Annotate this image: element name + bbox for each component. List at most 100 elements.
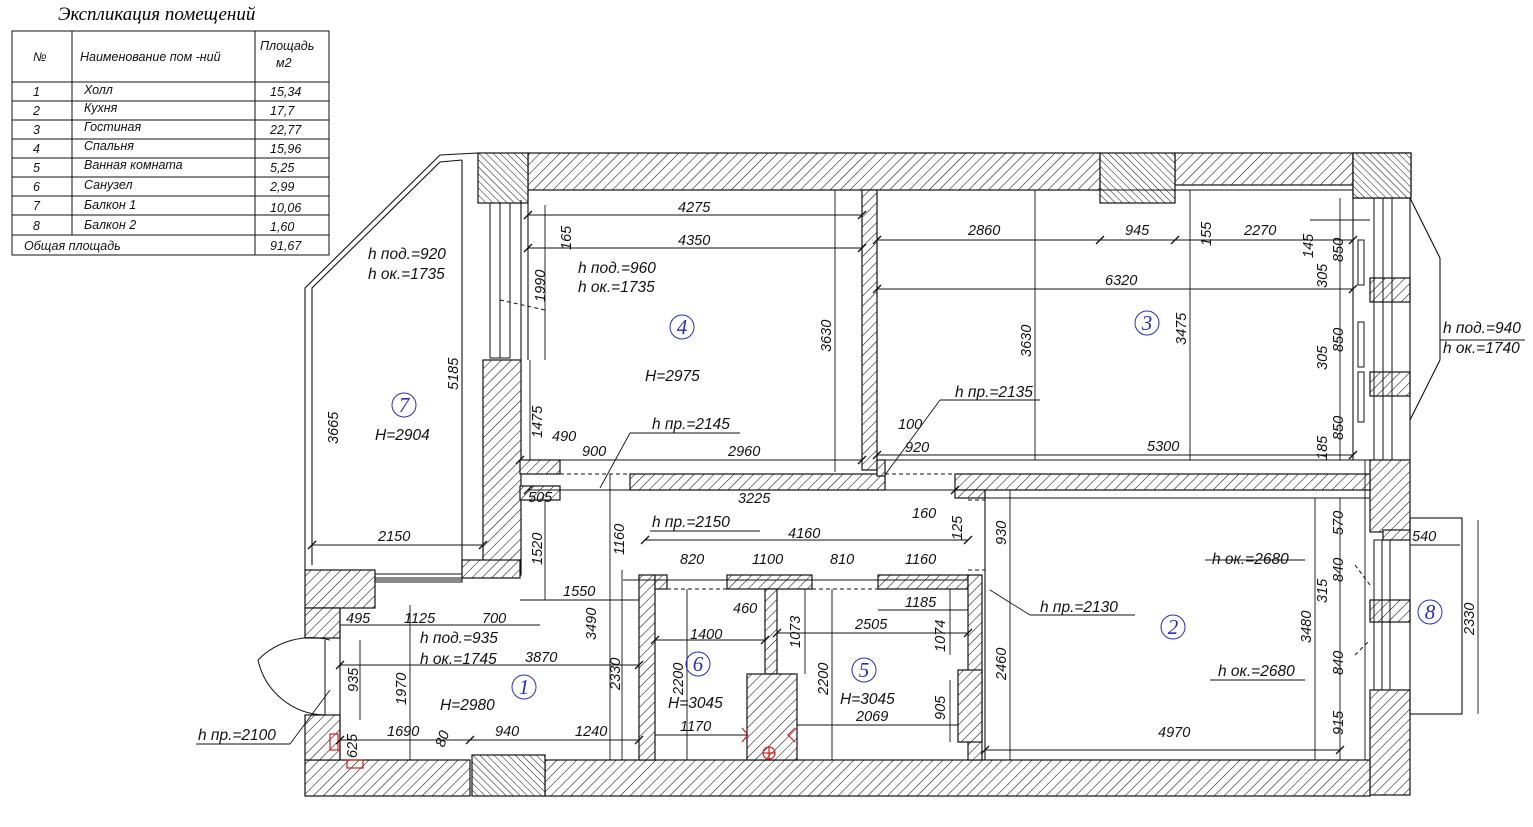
- dim-text: 840: [1331, 651, 1347, 675]
- dim-text: 165: [559, 225, 575, 250]
- room-6-number: 6: [693, 652, 704, 676]
- dim-text: 1170: [680, 719, 711, 735]
- dim-text: 185: [1315, 435, 1331, 460]
- row-name: Санузел: [84, 178, 133, 192]
- dim-text: 3490: [584, 608, 600, 640]
- row-name: Ванная комната: [84, 158, 183, 172]
- explication-table: Экспликация помещений № Наименование пом…: [11, 4, 330, 256]
- room-7-number: 7: [399, 393, 411, 417]
- dim-text: 1970: [394, 673, 410, 705]
- table-header-unit: м2: [276, 56, 292, 70]
- table-title: Экспликация помещений: [58, 4, 256, 25]
- dim-text: 1185: [905, 595, 937, 611]
- dim-text: 4350: [678, 233, 710, 249]
- dim-text: 80: [433, 729, 454, 750]
- row-area: 15,96: [270, 142, 301, 156]
- room-8-number: 8: [1425, 600, 1436, 624]
- dim-text: 2330: [1462, 603, 1478, 636]
- row-name: Спальня: [84, 139, 134, 153]
- dim-text: 1690: [387, 724, 419, 740]
- table-header-area: Площадь: [260, 39, 314, 53]
- dim-text: 2270: [1243, 223, 1276, 239]
- dim-text: 1990: [533, 270, 549, 302]
- dim-text: 315: [1315, 578, 1331, 603]
- room-5-number: 5: [859, 658, 870, 682]
- row-no: 1: [33, 85, 40, 99]
- dim-text: 920: [905, 440, 929, 456]
- dim-text: 940: [495, 724, 519, 740]
- dim-text: 540: [1412, 529, 1436, 545]
- dim-text: 1550: [563, 584, 595, 600]
- dim-text: 900: [582, 444, 606, 460]
- dim-text: 625: [345, 733, 361, 758]
- dim-text: 2150: [377, 529, 410, 545]
- row-no: 2: [32, 104, 40, 118]
- dim-text: 490: [552, 429, 576, 445]
- row-name: Балкон 2: [84, 218, 136, 232]
- dim-text: 2505: [854, 617, 888, 633]
- room-4-number: 4: [677, 315, 688, 339]
- room-4-height: H=2975: [645, 368, 700, 385]
- note-kitchen-window-2: h ок.=2680: [1218, 663, 1295, 680]
- row-no: 3: [33, 123, 40, 137]
- dim-text: 2460: [994, 648, 1010, 681]
- dim-text: 915: [1331, 710, 1347, 735]
- dim-text: 850: [1331, 328, 1347, 352]
- room-3-number: 3: [1141, 311, 1153, 335]
- dim-text: 5185: [446, 357, 462, 390]
- dimension-ticks: [307, 210, 1358, 755]
- note-window-7: h ок.=1735: [368, 266, 445, 283]
- note-sill-4: h под.=960: [578, 260, 656, 277]
- room-2-number: 2: [1168, 615, 1179, 639]
- dim-text: 1125: [404, 611, 436, 627]
- dim-text: 850: [1331, 238, 1347, 262]
- row-area: 2,99: [269, 180, 294, 194]
- row-area: 15,34: [270, 85, 301, 99]
- note-window-4: h ок.=1735: [578, 279, 655, 296]
- table-header-name: Наименование пом -ний: [80, 50, 221, 64]
- dim-text: 305: [1315, 263, 1331, 288]
- dim-text: 1475: [530, 405, 546, 438]
- dim-text: 2069: [855, 709, 888, 725]
- dim-text: 1160: [612, 524, 628, 555]
- dim-text: 305: [1315, 345, 1331, 370]
- note-opening-2130: h пр.=2130: [1040, 599, 1118, 616]
- note-sill-1: h под.=935: [420, 630, 498, 647]
- total-value: 91,67: [270, 239, 302, 253]
- row-no: 8: [33, 219, 40, 233]
- note-opening-2135: h пр.=2135: [955, 384, 1033, 401]
- room-7-height: H=2904: [375, 427, 430, 444]
- dim-text: 2860: [967, 223, 1000, 239]
- note-window-3: h ок.=1740: [1443, 340, 1520, 357]
- row-area: 5,25: [270, 161, 294, 175]
- room-1-number: 1: [519, 675, 530, 699]
- dimension-lines: [196, 165, 1525, 760]
- dim-text: 930: [994, 521, 1010, 545]
- dim-text: 2200: [816, 663, 832, 696]
- dim-text: 155: [1199, 221, 1215, 246]
- dim-text: 945: [1125, 223, 1150, 239]
- columns: [471, 152, 1412, 797]
- note-opening-2100: h пр.=2100: [198, 727, 276, 744]
- note-opening-2145: h пр.=2145: [652, 416, 730, 433]
- dim-text: 3665: [326, 411, 342, 444]
- room-5-height: H=3045: [840, 691, 895, 708]
- dim-text: 145: [1301, 233, 1317, 258]
- dim-text: 570: [1331, 511, 1347, 535]
- dim-text: 1160: [905, 552, 936, 568]
- windows: [374, 197, 1393, 691]
- dim-text: 1073: [788, 616, 804, 648]
- room-1-height: H=2980: [440, 697, 495, 714]
- dim-text: 3630: [819, 320, 835, 352]
- row-no: 5: [33, 161, 40, 175]
- dim-text: 2960: [727, 444, 760, 460]
- dim-text: 495: [346, 611, 371, 627]
- dim-text: 460: [733, 601, 757, 617]
- row-area: 10,06: [270, 201, 301, 215]
- row-area: 1,60: [270, 220, 294, 234]
- dim-text: 2330: [608, 658, 624, 691]
- row-area: 17,7: [270, 104, 295, 118]
- row-no: 4: [33, 142, 40, 156]
- dim-text: 3480: [1299, 611, 1315, 643]
